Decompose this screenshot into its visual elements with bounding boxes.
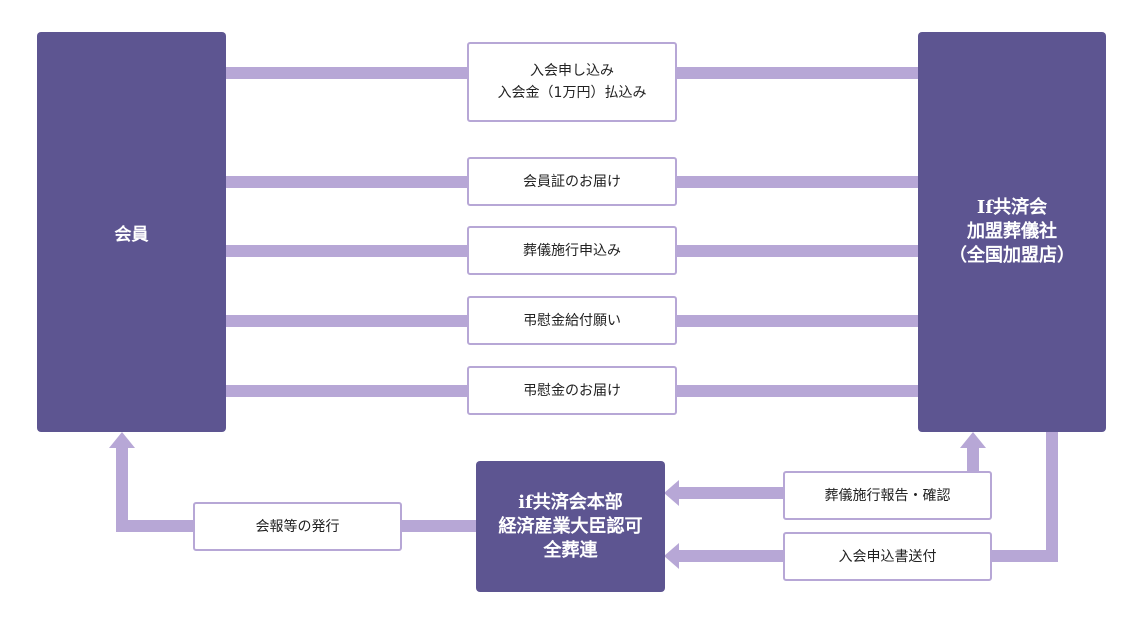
- company-label-line: （全国加盟店）: [949, 245, 1075, 266]
- hq-label: if共済会本部 経済産業大臣認可 全葬連: [499, 491, 643, 563]
- arrow-report-to-hq: [664, 480, 679, 506]
- company-label: If共済会 加盟葬儀社 （全国加盟店）: [949, 196, 1075, 268]
- flow-report: 葬儀施行報告・確認: [783, 471, 992, 520]
- member-label: 会員: [114, 224, 149, 245]
- flow-application-text: 入会申し込み 入会金（1万円）払込み: [498, 60, 647, 104]
- flow-member-card: 会員証のお届け: [467, 157, 677, 206]
- flow-application: 入会申し込み 入会金（1万円）払込み: [467, 42, 677, 122]
- connector-form-horizontal: [678, 550, 784, 562]
- flow-condolence-request: 弔慰金給付願い: [467, 296, 677, 345]
- flow-report-text: 葬儀施行報告・確認: [824, 487, 951, 504]
- hq-node: if共済会本部 経済産業大臣認可 全葬連: [476, 461, 665, 592]
- flow-funeral-request-text: 葬儀施行申込み: [523, 242, 621, 259]
- company-node: If共済会 加盟葬儀社 （全国加盟店）: [918, 32, 1106, 432]
- flow-application-form: 入会申込書送付: [783, 532, 992, 581]
- member-node: 会員: [37, 32, 226, 432]
- arrow-to-member: [109, 432, 135, 448]
- connector-report-vertical: [967, 448, 979, 474]
- flow-application-form-text: 入会申込書送付: [838, 548, 937, 565]
- flow-condolence-request-text: 弔慰金給付願い: [523, 312, 621, 329]
- connector-report-horizontal: [678, 487, 784, 499]
- company-label-line: If共済会: [976, 197, 1048, 218]
- connector-form-vertical: [1046, 431, 1058, 562]
- connector-form-right: [990, 550, 1058, 562]
- flow-condolence-delivery: 弔慰金のお届け: [467, 366, 677, 415]
- hq-label-line: 経済産業大臣認可: [498, 515, 643, 537]
- flow-member-card-text: 会員証のお届け: [523, 173, 621, 190]
- arrow-form-to-hq: [664, 543, 679, 569]
- arrow-to-company: [960, 432, 986, 448]
- connector-newsletter-vertical: [116, 448, 128, 532]
- hq-label-line: if共済会本部: [518, 491, 623, 513]
- flow-newsletter-text: 会報等の発行: [255, 518, 340, 535]
- flow-newsletter: 会報等の発行: [193, 502, 402, 551]
- flow-application-line: 入会金（1万円）払込み: [497, 85, 647, 101]
- flow-condolence-delivery-text: 弔慰金のお届け: [523, 382, 621, 399]
- company-label-line: 加盟葬儀社: [967, 221, 1057, 242]
- flow-funeral-request: 葬儀施行申込み: [467, 226, 677, 275]
- flow-application-line: 入会申し込み: [529, 63, 614, 79]
- hq-label-line: 全葬連: [543, 539, 598, 561]
